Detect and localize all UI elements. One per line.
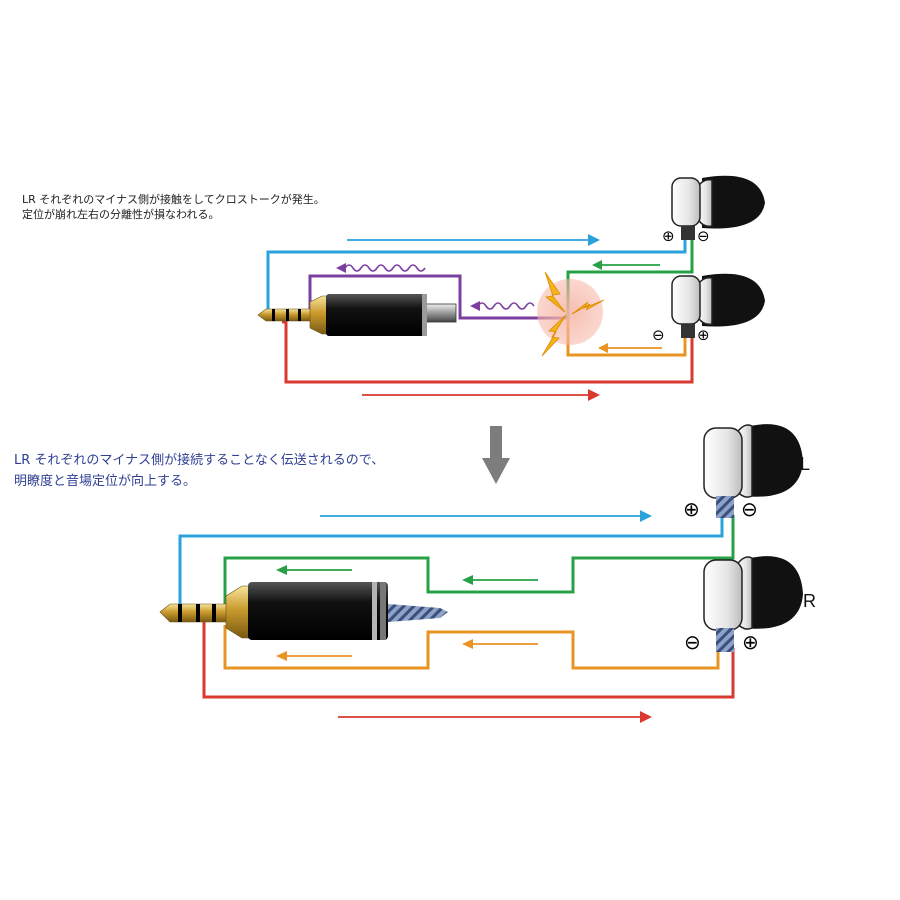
top-label-L: L [745,193,753,210]
minus-icon: ⊖ [684,630,701,654]
bottom-caption: LR それぞれのマイナス側が接続することなく伝送されるので、 明瞭度と音場定位が… [14,450,384,492]
bottom-earbud-left: L ⊕ ⊖ [683,424,810,521]
top-plug [257,294,457,336]
top-arrows [347,234,662,401]
bottom-caption-line1: LR それぞれのマイナス側が接続することなく伝送されるので、 [14,453,385,468]
spark-icon [541,271,605,357]
plus-icon: ⊕ [742,630,759,654]
top-caption-line2: 定位が崩れ左右の分離性が損なわれる。 [22,208,220,221]
bottom-wire-right-plus [202,622,735,699]
bottom-wire-right-minus [223,625,720,670]
top-wire-left-plus [266,240,687,310]
plus-icon: ⊕ [697,326,710,344]
bottom-wiring [178,515,735,699]
top-caption: LR それぞれのマイナス側が接触をしてクロストークが発生。 定位が崩れ左右の分離… [22,192,325,222]
plus-icon: ⊕ [683,497,700,521]
bottom-arrows [276,510,652,723]
bottom-caption-line2: 明瞭度と音場定位が向上する。 [14,474,197,489]
minus-icon: ⊖ [697,227,710,245]
down-arrow-icon [482,426,510,484]
minus-icon: ⊖ [652,326,665,344]
top-crosstalk-arrows [336,263,535,311]
top-label-R: R [745,293,756,310]
bottom-label-L: L [800,454,810,474]
top-earbud-right: R ⊖ ⊕ [652,273,765,344]
bottom-plug [159,582,448,640]
bottom-wire-left-minus [223,515,735,618]
bottom-label-R: R [803,591,816,611]
bottom-earbud-right: R ⊖ ⊕ [684,556,816,654]
top-wire-right-plus [282,320,694,384]
top-earbud-left: L ⊕ ⊖ [662,175,765,245]
plus-icon: ⊕ [662,227,675,245]
minus-icon: ⊖ [741,497,758,521]
bottom-wire-left-plus [178,515,724,605]
top-caption-line1: LR それぞれのマイナス側が接触をしてクロストークが発生。 [22,193,325,206]
crosstalk-glow [537,279,603,345]
